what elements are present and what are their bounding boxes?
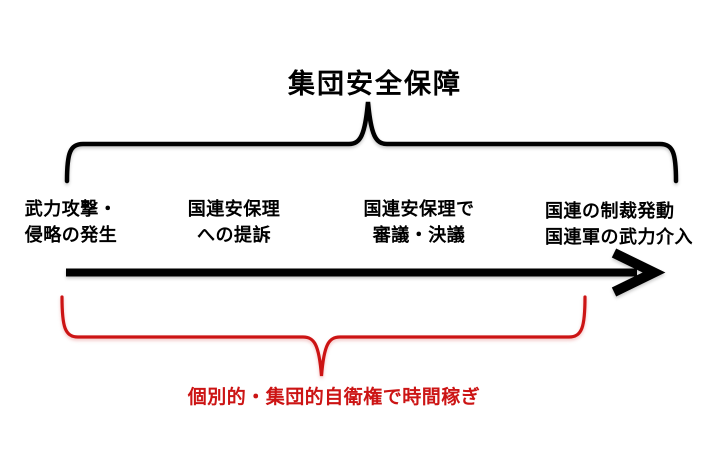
timeline-step-line: 国連安保理で xyxy=(363,199,475,220)
annotation-label: 個別的・集団的自衛権で時間稼ぎ xyxy=(187,386,481,408)
timeline-step-line: 武力攻撃・ xyxy=(24,199,118,220)
timeline-step-line: への提訴 xyxy=(197,225,271,246)
timeline-step-line: 国連の制裁発動 xyxy=(545,201,675,222)
overbrace-shape xyxy=(64,101,679,184)
timeline-step-line: 侵略の発生 xyxy=(24,225,118,246)
timeline-arrow-head xyxy=(611,248,666,297)
timeline-arrow xyxy=(66,248,666,297)
timeline-step-line: 国連軍の武力介入 xyxy=(545,227,693,248)
timeline-step-attack: 武力攻撃・ 侵略の発生 xyxy=(0,197,142,249)
timeline-step-sanctions: 国連の制裁発動 国連軍の武力介入 xyxy=(545,199,705,251)
timeline-step-deliberation: 国連安保理で 審議・決議 xyxy=(343,197,495,249)
timeline-step-appeal: 国連安保理 への提訴 xyxy=(163,197,305,249)
underbrace-shape xyxy=(60,295,587,377)
timeline-step-line: 審議・決議 xyxy=(372,225,466,246)
timeline-step-line: 国連安保理 xyxy=(187,199,281,220)
diagram-title: 集団安全保障 xyxy=(288,69,462,100)
